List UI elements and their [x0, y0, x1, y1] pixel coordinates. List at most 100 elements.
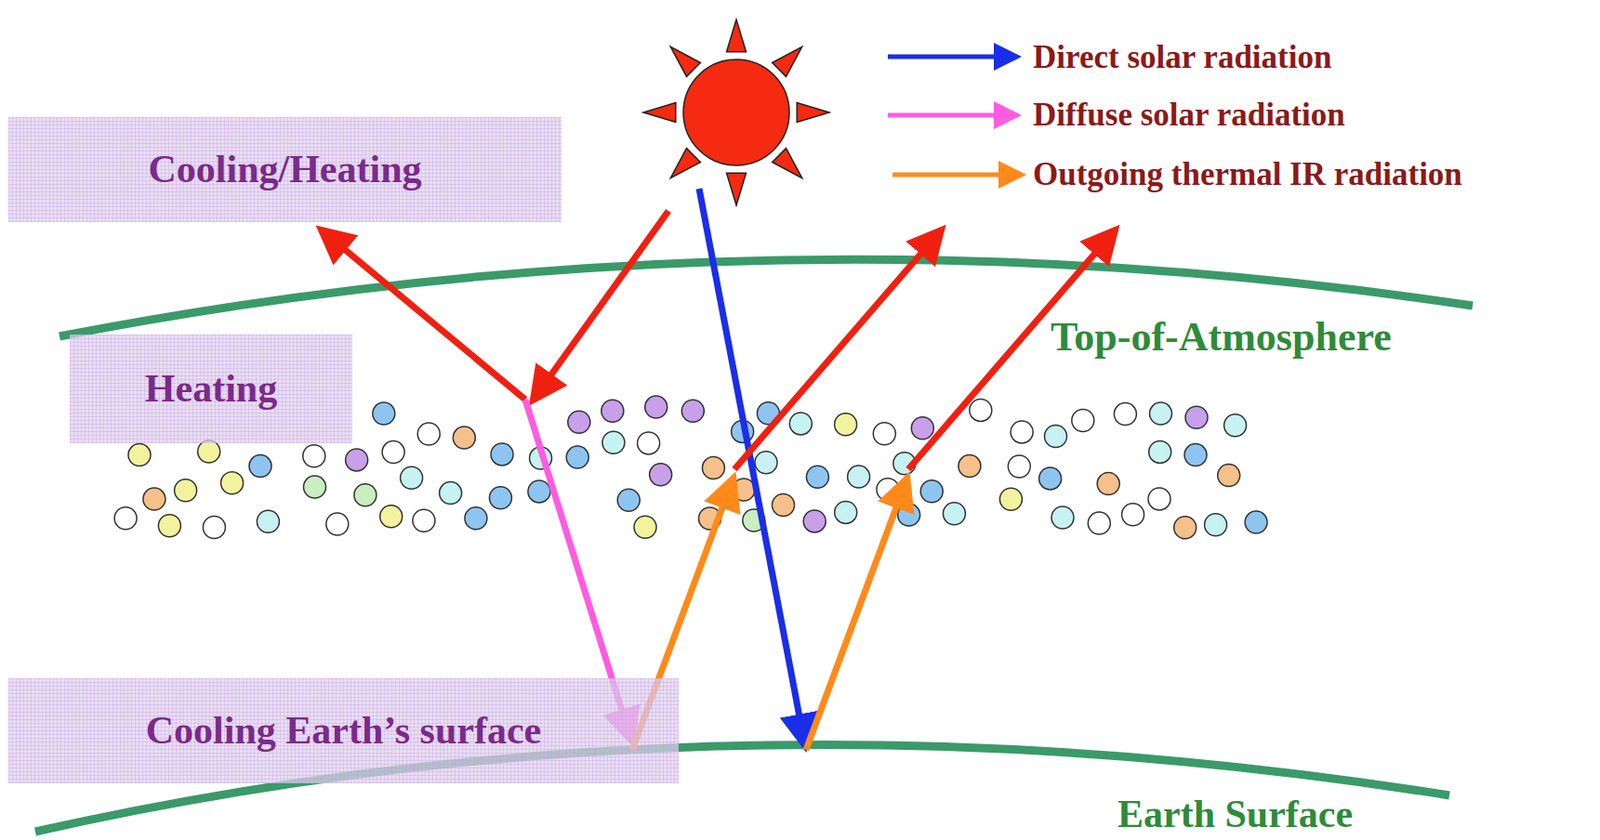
sun-ray [643, 103, 676, 123]
aerosol-particle [1113, 403, 1137, 426]
sun-ray [670, 46, 701, 77]
aerosol-particle [1097, 473, 1120, 496]
aerosol-particle [143, 488, 166, 511]
aerosol-particle [158, 515, 181, 538]
effect-label: Cooling/Heating [147, 147, 422, 191]
effect-label: Heating [145, 367, 278, 410]
aerosol-particle [249, 455, 272, 478]
aerosol-particle [942, 502, 966, 526]
aerosol-particle [489, 487, 512, 510]
aerosol-particle [1071, 409, 1095, 433]
aerosol-particle [649, 463, 673, 487]
aerosol-particle [872, 423, 896, 446]
aerosol-particle [1244, 511, 1268, 534]
aerosol-particle [304, 476, 327, 499]
aerosol-particle [681, 399, 704, 423]
aerosol-particle [400, 466, 424, 490]
aerosol-particle [382, 441, 405, 464]
sun-ray [727, 172, 747, 206]
layer-label: Earth Surface [1117, 794, 1353, 834]
aerosol-particle [920, 480, 943, 503]
aerosol-particle [1184, 444, 1207, 467]
aerosol-particle [202, 516, 225, 540]
aerosol-particle [645, 396, 668, 419]
aerosol-particle [969, 398, 992, 422]
aerosol-particle [1087, 512, 1111, 535]
aerosol-particle [806, 465, 829, 489]
sun-ray [796, 103, 830, 123]
aerosol-particle [372, 402, 396, 425]
ir-arrow [806, 477, 908, 751]
aerosol-particle [1217, 464, 1241, 488]
aerosol-particle [1204, 514, 1228, 537]
aerosol-particle [601, 399, 624, 423]
ir-escape-arrow [734, 229, 942, 470]
effect-box: Cooling/Heating [8, 117, 562, 223]
aerosol-particle [732, 478, 755, 502]
aerosol-particle [876, 478, 900, 502]
aerosol-particle [701, 457, 725, 480]
aerosol-particle [634, 515, 657, 539]
aerosol-particle [602, 431, 625, 454]
aerosol-particle [772, 494, 795, 517]
incoming-solar-arrow [532, 211, 669, 401]
aerosol-particle [1044, 425, 1068, 449]
aerosol-particle [256, 510, 279, 533]
sun-ray [670, 148, 701, 179]
layer-label: Top-of-Atmosphere [1050, 317, 1392, 358]
legend-arrow-ir [892, 172, 1022, 178]
aerosol-particle [380, 505, 403, 529]
legend-arrow-direct [887, 54, 1018, 60]
aerosol-particle [326, 513, 349, 536]
aerosol-particle [198, 440, 221, 463]
aerosol-particle [345, 449, 369, 472]
aerosol-particle [803, 510, 826, 533]
sun-ray [772, 46, 803, 77]
aerosol-particle [528, 480, 551, 503]
aerosol-particle [568, 410, 591, 434]
sun-ray [772, 148, 803, 179]
aerosol-particle [637, 432, 661, 455]
aerosol-particle [1039, 467, 1062, 490]
aerosol-particle [789, 412, 812, 436]
aerosol-particle [1122, 503, 1145, 527]
aerosol-particle [439, 482, 463, 505]
aerosol-particle [490, 443, 514, 466]
legend-text: Diffuse solar radiation [1032, 98, 1346, 132]
effect-box: Cooling Earth’s surface [8, 678, 679, 784]
legend-arrow-diffuse [887, 113, 1018, 119]
aerosol-particle [958, 455, 981, 478]
aerosol-particle [1010, 421, 1033, 444]
aerosol-particle [754, 451, 778, 475]
aerosol-particle [1149, 440, 1172, 463]
aerosol-particle [617, 489, 640, 512]
aerosol-particle [1051, 506, 1074, 529]
aerosol-particle [911, 417, 934, 440]
sun [643, 19, 830, 206]
aerosol-particle [114, 507, 137, 530]
aerosol-particle [898, 503, 921, 527]
aerosol-particle [128, 444, 151, 467]
aerosol-particle [221, 472, 244, 495]
aerosol-particle [464, 507, 488, 530]
aerosol-particle [452, 426, 476, 450]
aerosol-particle [1007, 455, 1031, 478]
aerosol-particle [999, 488, 1022, 511]
legend-text: Outgoing thermal IR radiation [1032, 158, 1463, 191]
aerosol-particle [1224, 414, 1247, 437]
effect-label: Cooling Earth’s surface [145, 709, 542, 753]
aerosol-particle [1148, 488, 1171, 511]
aerosol-particle [412, 509, 436, 532]
aerosol-particle [1185, 406, 1208, 429]
legend-text: Direct solar radiation [1032, 40, 1332, 74]
aerosol-particle [834, 501, 858, 524]
aerosol-particle [303, 445, 326, 468]
aerosol-particle [354, 484, 377, 507]
sun-ray [727, 19, 747, 53]
aerosol-particle [847, 465, 871, 489]
aerosol-particle [1174, 516, 1197, 540]
aerosol-particle [566, 446, 589, 469]
aerosol-particle [1150, 402, 1173, 425]
aerosol-particle [174, 479, 198, 503]
aerosol-particle [417, 423, 440, 446]
